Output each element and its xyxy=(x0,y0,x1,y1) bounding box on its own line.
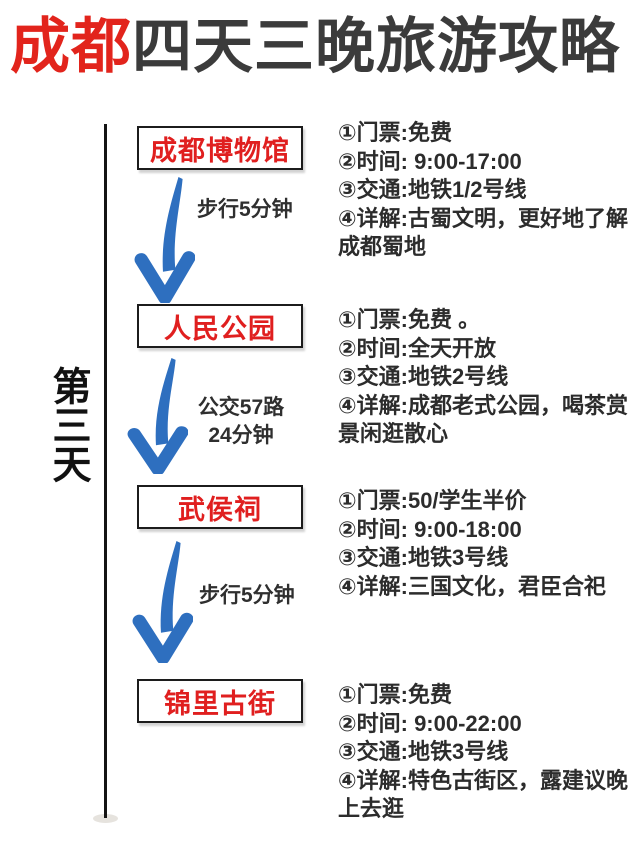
detail-time: ②时间: 9:00-17:00 xyxy=(338,148,522,174)
stop-details-wuhou-shrine: ①门票:50/学生半价 ②时间: 9:00-18:00 ③交通:地铁3号线 ④详… xyxy=(338,487,634,601)
page-title-rest: 四天三晚旅游攻略 xyxy=(132,13,620,80)
page-title: 成都四天三晚旅游攻略 xyxy=(10,8,634,86)
page-title-highlight: 成都 xyxy=(10,13,132,80)
detail-transport: ③交通:地铁2号线 xyxy=(338,364,509,389)
transfer-label-bus: 公交57路 24分钟 xyxy=(193,394,289,450)
detail-transport: ③交通:地铁3号线 xyxy=(338,739,509,764)
transfer-label-walk-1: 步行5分钟 xyxy=(197,196,293,224)
detail-time: ②时间:全天开放 xyxy=(338,335,496,361)
detail-transport: ③交通:地铁3号线 xyxy=(338,545,509,570)
detail-description: ④详解:特色古街区，露建议晚上去逛 xyxy=(338,767,628,822)
detail-ticket: ①门票:免费 xyxy=(338,682,452,707)
detail-ticket: ①门票:免费 xyxy=(338,120,452,145)
detail-time: ②时间: 9:00-22:00 xyxy=(338,710,522,736)
detail-description: ④详解:成都老式公园，喝茶赏景闲逛散心 xyxy=(338,392,628,447)
down-arrow-icon xyxy=(133,177,195,303)
stop-name: 人民公园 xyxy=(164,313,276,344)
day-label: 第三天 xyxy=(47,366,90,483)
transfer-line: 步行5分钟 xyxy=(199,584,295,607)
stop-box-chengdu-museum: 成都博物馆 xyxy=(137,126,303,170)
stop-details-chengdu-museum: ①门票:免费 ②时间: 9:00-17:00 ③交通:地铁1/2号线 ④详解:古… xyxy=(338,119,634,262)
transfer-line: 步行5分钟 xyxy=(197,198,293,221)
stop-box-wuhou-shrine: 武侯祠 xyxy=(137,485,303,529)
detail-description: ④详解:古蜀文明，更好地了解成都蜀地 xyxy=(338,205,628,260)
stop-details-peoples-park: ①门票:免费 。 ②时间:全天开放 ③交通:地铁2号线 ④详解:成都老式公园，喝… xyxy=(338,306,634,449)
stop-box-peoples-park: 人民公园 xyxy=(137,304,303,348)
transfer-label-walk-2: 步行5分钟 xyxy=(199,582,295,610)
transfer-line: 24分钟 xyxy=(208,424,274,447)
stop-name: 锦里古街 xyxy=(164,688,276,719)
timeline-line xyxy=(104,124,107,818)
down-arrow-icon xyxy=(126,358,188,474)
stop-name: 武侯祠 xyxy=(178,494,262,525)
detail-description: ④详解:三国文化，君臣合祀 xyxy=(338,573,606,599)
stop-box-jinli-street: 锦里古街 xyxy=(137,679,303,723)
detail-transport: ③交通:地铁1/2号线 xyxy=(338,177,527,202)
detail-ticket: ①门票:50/学生半价 xyxy=(338,488,527,513)
detail-time: ②时间: 9:00-18:00 xyxy=(338,516,522,542)
transfer-line: 公交57路 xyxy=(197,396,285,419)
stop-details-jinli-street: ①门票:免费 ②时间: 9:00-22:00 ③交通:地铁3号线 ④详解:特色古… xyxy=(338,681,634,824)
timeline-foot-dot xyxy=(93,814,118,823)
stop-name: 成都博物馆 xyxy=(150,135,290,166)
detail-ticket: ①门票:免费 。 xyxy=(338,307,481,332)
down-arrow-icon xyxy=(131,541,193,663)
